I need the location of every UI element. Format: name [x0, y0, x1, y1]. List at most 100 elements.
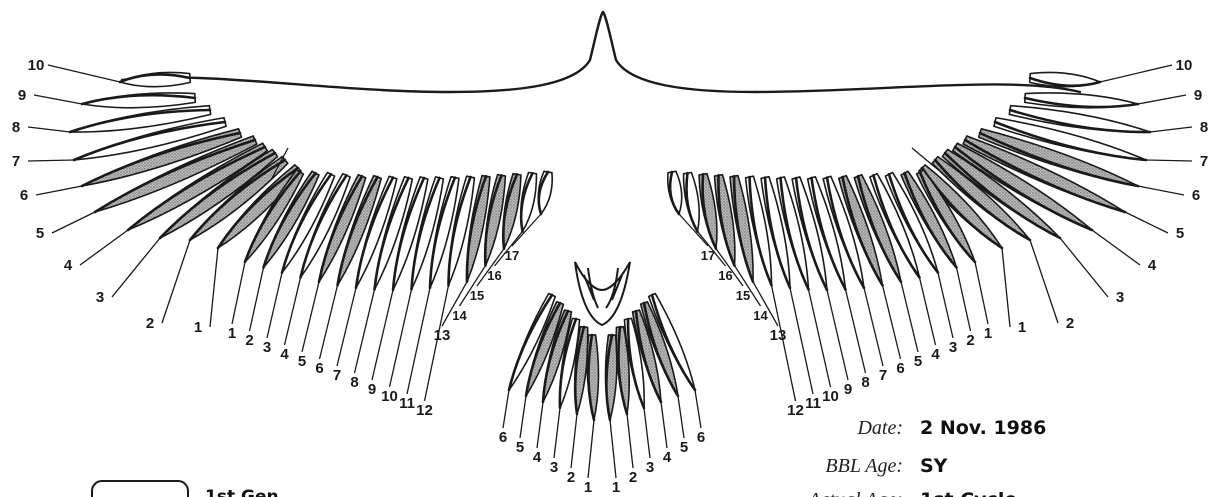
- right-primary-leader-4: [1092, 230, 1140, 265]
- tail-right-leader-5: [678, 396, 684, 438]
- left-primary-label-5: 5: [36, 225, 44, 242]
- info-block: Date: 2 Nov. 1986 BBL Age: SY Actual Age…: [806, 417, 1046, 497]
- tail-right-label-3: 3: [646, 459, 654, 476]
- right-primary-leader-3: [1060, 238, 1108, 297]
- left-secondary-label-3: 3: [263, 339, 271, 356]
- tail-right-leader-1: [610, 420, 616, 478]
- tail-left-leader-5: [520, 396, 526, 438]
- right-primary-label-9: 9: [1194, 87, 1202, 104]
- left-secondary-leader-9: [372, 290, 393, 380]
- head-and-legs: [575, 262, 630, 325]
- tail-right-label-4: 4: [663, 449, 672, 466]
- right-secondary-label-13: 13: [770, 327, 787, 344]
- left-primary-label-7: 7: [12, 153, 20, 170]
- left-secondary-leader-6: [320, 285, 338, 359]
- left-secondary-leader-4: [285, 278, 301, 345]
- right-primary-leader-5: [1125, 212, 1168, 233]
- bbl-age-value: SY: [920, 455, 948, 477]
- right-secondary-label-6: 6: [896, 360, 904, 377]
- right-secondary-leader-2: [957, 267, 971, 331]
- left-secondary-label-1: 1: [228, 325, 236, 342]
- right-secondary-label-10: 10: [822, 388, 839, 405]
- right-wing: [668, 72, 1150, 290]
- right-secondary-leader-4: [920, 278, 936, 345]
- left-secondary-leader-2: [250, 267, 264, 331]
- right-secondary-label-4: 4: [931, 346, 940, 363]
- left-secondary-label-13: 13: [434, 327, 451, 344]
- left-secondary-label-7: 7: [333, 367, 341, 384]
- right-secondary-label-15: 15: [736, 288, 750, 303]
- legend-swatch: [92, 481, 188, 497]
- tail-right-leader-6: [695, 390, 701, 428]
- right-primary-leader-7: [1146, 160, 1192, 161]
- actual-age-label: Actual Age:: [806, 489, 903, 497]
- actual-age-value: 1st Cycle: [920, 489, 1017, 497]
- right-secondary-label-16: 16: [718, 268, 732, 283]
- left-secondary-label-12: 12: [416, 402, 433, 419]
- date-label: Date:: [856, 417, 903, 439]
- right-secondary-leader-1: [975, 262, 988, 324]
- left-secondary-leader-5: [302, 282, 319, 352]
- right-secondary-leader-11: [790, 288, 813, 394]
- left-secondary-label-8: 8: [350, 374, 358, 391]
- left-secondary-label-5: 5: [298, 353, 306, 370]
- right-primary-leader-6: [1138, 186, 1184, 195]
- left-secondary-label-11: 11: [399, 395, 415, 412]
- left-secondary-label-2: 2: [245, 332, 253, 349]
- right-primary-leader-2: [1030, 240, 1058, 323]
- left-primary-label-3: 3: [96, 289, 104, 306]
- left-secondary-leader-7: [337, 288, 356, 366]
- right-primary-leader-10: [1100, 65, 1172, 82]
- right-secondary-label-5: 5: [914, 353, 922, 370]
- left-primary-leader-5: [52, 212, 95, 233]
- right-secondary-label-7: 7: [879, 367, 887, 384]
- tail-left-label-2: 2: [567, 469, 575, 486]
- tail-left-label-6: 6: [499, 429, 507, 446]
- left-primary-leader-4: [80, 230, 128, 265]
- right-primary-label-4: 4: [1148, 257, 1157, 274]
- tail-left-leader-2: [571, 414, 577, 468]
- left-primary-leader-2: [162, 240, 190, 323]
- left-primary-label-1: 1: [194, 319, 202, 336]
- right-secondary-leader-9: [827, 290, 848, 380]
- bbl-age-label: BBL Age:: [825, 455, 903, 477]
- tail-left-leader-3: [554, 408, 560, 458]
- left-primary-leader-10: [48, 65, 120, 82]
- left-secondary-label-15: 15: [470, 288, 484, 303]
- head-outline: [575, 262, 630, 325]
- right-secondary-leader-5: [901, 282, 918, 352]
- right-secondary-leader-3: [938, 273, 953, 338]
- left-primary-label-2: 2: [146, 315, 154, 332]
- tail-right-label-6: 6: [697, 429, 705, 446]
- tail-left-label-4: 4: [533, 449, 542, 466]
- right-secondary-leader-6: [883, 285, 901, 359]
- left-secondary-leader-3: [267, 273, 282, 338]
- left-secondary-leader-1: [232, 262, 245, 324]
- left-primary-label-8: 8: [12, 119, 20, 136]
- left-secondary-label-16: 16: [487, 268, 501, 283]
- left-primary-leader-8: [28, 127, 70, 132]
- tail-right-leader-3: [644, 408, 650, 458]
- bird-body-outline: [122, 12, 1080, 92]
- tail-right-label-5: 5: [680, 439, 688, 456]
- right-primary-leader-8: [1150, 127, 1192, 132]
- tail-left-leader-4: [537, 402, 543, 448]
- left-secondary-label-14: 14: [452, 308, 467, 323]
- left-secondary-label-9: 9: [368, 381, 376, 398]
- left-primary-leader-6: [36, 186, 82, 195]
- left-primary-leader-7: [28, 160, 74, 161]
- right-secondary-label-3: 3: [949, 339, 957, 356]
- right-secondary-leader-8: [846, 289, 866, 373]
- right-secondary-label-9: 9: [844, 381, 852, 398]
- right-primary-label-7: 7: [1200, 153, 1208, 170]
- tail: [509, 294, 695, 420]
- right-primary-label-3: 3: [1116, 289, 1124, 306]
- left-primary-label-10: 10: [28, 57, 45, 74]
- right-secondary-label-8: 8: [861, 374, 869, 391]
- right-secondary-label-1: 1: [984, 325, 992, 342]
- tail-right-leader-2: [627, 414, 633, 468]
- left-primary-label-4: 4: [64, 257, 73, 274]
- right-primary-label-6: 6: [1192, 187, 1200, 204]
- right-secondary-leader-7: [864, 288, 883, 366]
